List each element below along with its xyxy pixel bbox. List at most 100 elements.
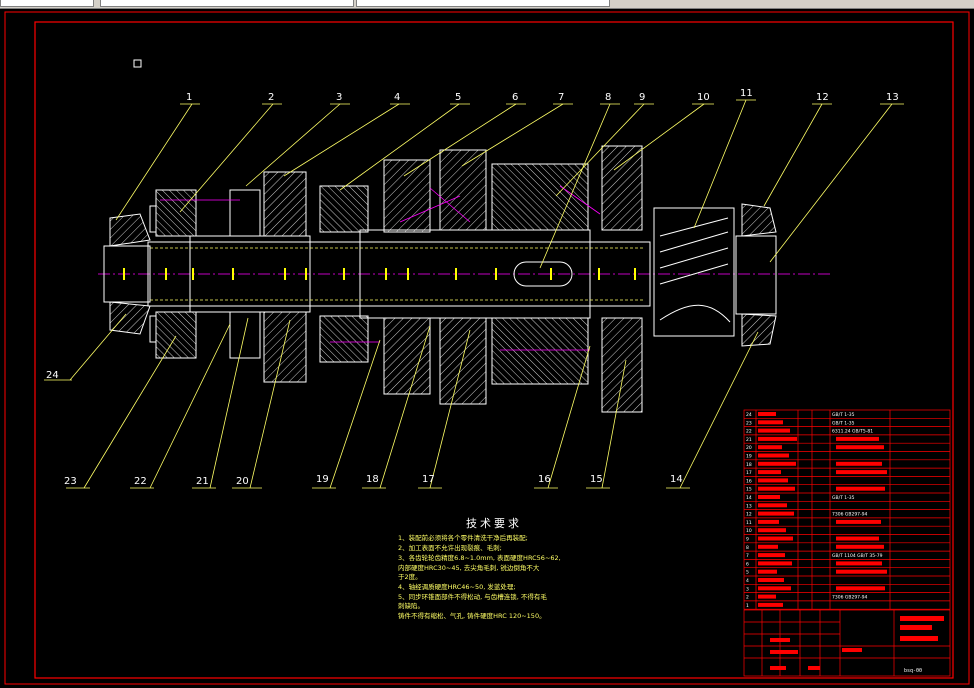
callouts-top: 1 2 3 4 5 6 7 8 9 10 11 12 13 [186,88,899,103]
bom-name-cell [758,602,783,607]
bom-material-cell [836,445,884,450]
bom-row-number: 20 [746,445,752,451]
bom-row-number: 4 [746,578,749,584]
bom-name-cell [758,428,790,433]
bom-name-cell [758,511,794,516]
bom-row-number: 16 [746,478,752,484]
bom-name-cell [758,461,796,466]
bom-row-number: 14 [746,495,752,501]
toolbar-field[interactable] [0,0,94,7]
tech-line: 4、轴经调质硬度HRC46~50, 发蓝处理; [398,582,516,591]
bom-row-number: 7 [746,553,749,559]
bom-material-cell [836,544,884,549]
bom-standard: GB/T 1-35 [832,412,855,418]
bom-standard: 6311.24 GB/T5-81 [832,429,873,435]
callout: 24 [46,370,59,381]
callout: 10 [697,92,710,103]
tech-line: 3、各齿轮轮齿精度6.8~1.0mm, 表面硬度HRC56~62, [398,553,561,562]
callout: 11 [740,88,753,99]
synchro-right [491,163,589,385]
callout: 9 [639,92,645,103]
bom-standard: 7306 GB297-94 [832,595,868,601]
gear-10 [601,145,643,413]
tech-title: 技术要求 [466,517,522,530]
toolbar-field[interactable] [100,0,354,7]
bom-row-number: 18 [746,462,752,468]
callout: 21 [196,476,209,487]
bom-material-cell [836,486,885,491]
leaders-bottom [44,313,759,489]
callout: 2 [268,92,274,103]
bom-name-cell [758,470,781,475]
bom-standard: 7306 GB297-94 [832,512,868,518]
bom-name-cell [758,436,797,441]
bom-row-number: 24 [746,412,752,418]
bom-name-cell [758,594,776,599]
bom-row-number: 13 [746,503,752,509]
bom-name-cell [758,561,792,566]
bom-row-number: 1 [746,603,749,609]
bom-table [743,409,951,610]
tech-line: 2、加工表面不允许出现裂痕、毛刺; [398,543,502,552]
bom-row-number: 21 [746,437,752,443]
callout: 4 [394,92,400,103]
bom-name-cell [758,486,795,491]
title-block-fills [770,616,944,670]
bom-material-cell [836,569,887,574]
toolbar-field[interactable] [356,0,610,7]
bom-name-cell [758,569,777,574]
bom-name-cell [758,544,778,549]
callout: 15 [590,474,603,485]
tech-line: 内部硬度HRC30~45, 去尖角毛刺, 锐边倒角不大 [398,563,540,572]
callout: 6 [512,92,518,103]
callout: 12 [816,92,829,103]
callout: 5 [455,92,461,103]
bom-name-cell [758,528,786,533]
bom-row-number: 8 [746,545,749,551]
callout: 7 [558,92,564,103]
callout: 16 [538,474,551,485]
leaders-top [115,99,904,269]
left-bearing [103,213,151,335]
tech-line: 铸件不得有缩松、气孔, 铸件硬度HRC 120~150。 [398,611,546,620]
bom-name-cell [758,586,791,591]
callout: 8 [605,92,611,103]
keyway-slot [513,261,573,287]
ucs-marker [133,59,142,68]
bom-name-cell [758,445,782,450]
synchro-middle [319,185,369,363]
bom-name-cell [758,478,788,483]
bom-name-cell [758,503,787,508]
bom-row-number: 22 [746,429,752,435]
bom-row-number: 23 [746,420,752,426]
bom-material-cell [836,561,882,566]
bom-row-number: 12 [746,512,752,518]
callout: 19 [316,474,329,485]
bom-row-number: 17 [746,470,752,476]
callout: 3 [336,92,342,103]
bom-standard: GB/T 1104 GB/T 35-79 [832,553,883,559]
drawing-number: bsq-00 [904,668,922,674]
bom-standard: GB/T 1-35 [832,495,855,501]
bom-row-number: 2 [746,595,749,601]
toolbar-strip [0,0,974,9]
bom-row-number: 6 [746,561,749,567]
gear-5 [383,159,431,395]
bom-name-cell [758,453,789,458]
bom-material-cell [836,519,881,524]
callout: 20 [236,476,249,487]
bom-material-cell [836,536,879,541]
bom-row-number: 10 [746,528,752,534]
tech-line: 5、同步环锥面部件不得松动, 与齿槽连锁, 不得有毛 [398,592,547,601]
gear-3 [263,171,307,383]
callout: 23 [64,476,77,487]
synchro-ring-left [149,189,197,359]
bom-material-cell [836,436,879,441]
callout: 18 [366,474,379,485]
callout: 22 [134,476,147,487]
bom-material-cell [836,470,887,475]
callout: 1 [186,92,192,103]
